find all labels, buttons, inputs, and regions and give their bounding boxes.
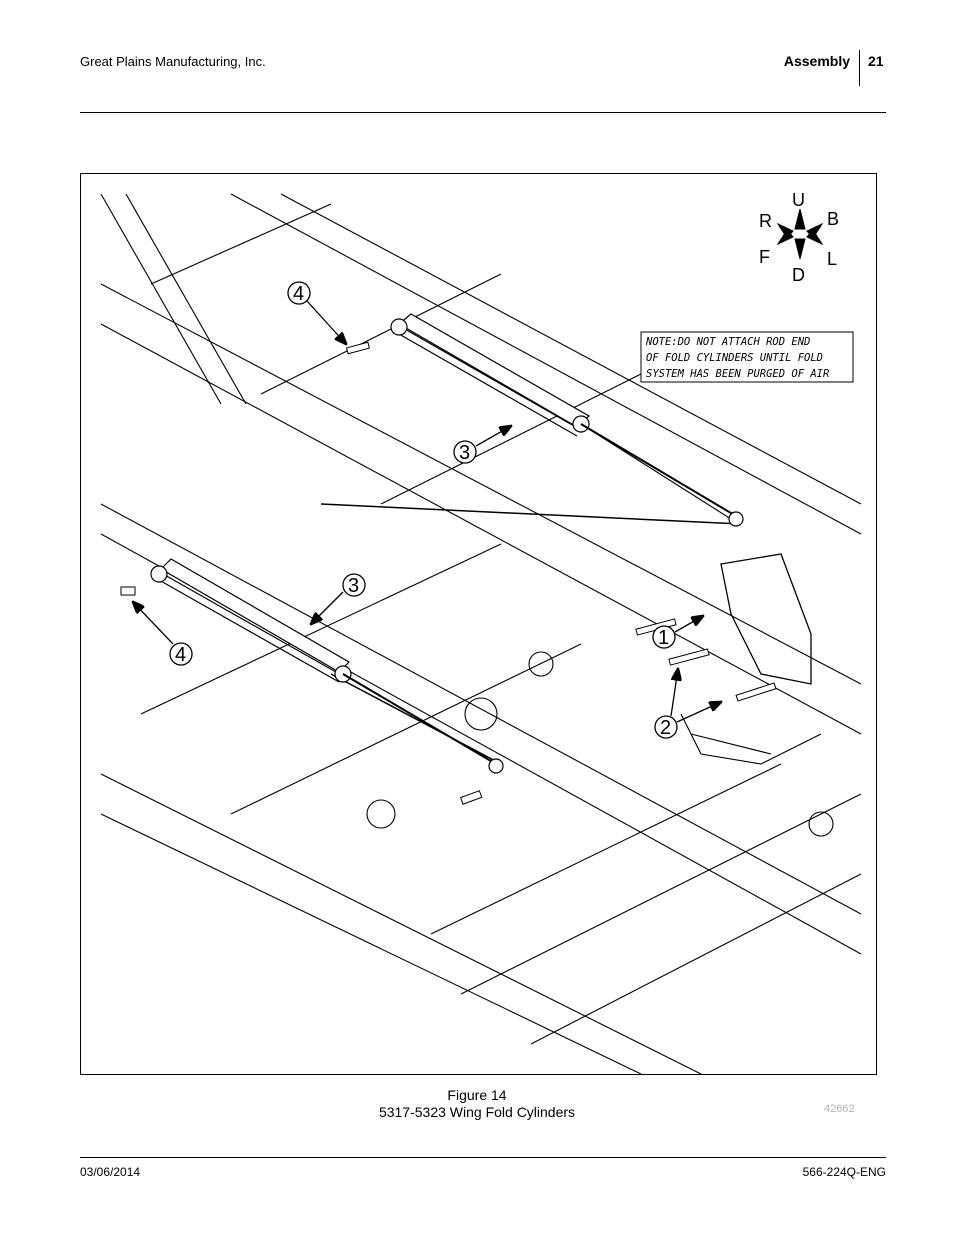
pivot	[464, 697, 498, 731]
fold-arm	[100, 193, 247, 405]
compass-back: B	[827, 209, 839, 229]
purge-note: NOTE:DO NOT ATTACH ROD END OF FOLD CYLIN…	[640, 331, 854, 383]
callout-2: 2	[660, 717, 671, 739]
note-line-2: OF FOLD CYLINDERS UNTIL FOLD	[646, 352, 823, 364]
rock-shaft	[330, 673, 502, 765]
figure-title: 5317-5323 Wing Fold Cylinders	[378, 1104, 576, 1120]
frame-member	[150, 203, 642, 505]
frame-member	[460, 793, 862, 1045]
header-divider	[859, 50, 860, 86]
mount-bracket	[720, 553, 812, 685]
callout-1: 1	[658, 627, 669, 649]
frame-beam	[100, 503, 862, 955]
note-line-1: NOTE:DO NOT ATTACH ROD END	[645, 336, 810, 348]
callout-3-lower: 3	[348, 575, 359, 597]
compass-left: L	[827, 249, 837, 269]
wing-fold-drawing: NOTE:DO NOT ATTACH ROD END OF FOLD CYLIN…	[100, 190, 862, 1074]
footer-rule	[80, 1157, 886, 1158]
footer-date: 03/06/2014	[80, 1165, 141, 1179]
rock-shaft	[320, 503, 742, 525]
frame-beam	[230, 193, 862, 535]
header-rule	[80, 112, 886, 113]
callout-4-upper: 4	[293, 283, 304, 305]
section-title: Assembly	[783, 53, 850, 69]
page-number: 21	[868, 53, 884, 69]
direction-compass: U D R B F L	[759, 190, 839, 285]
callout-4-lower: 4	[175, 644, 186, 666]
pivot	[528, 651, 554, 677]
callout-labels: 1 2 3 3 4 4	[175, 283, 671, 739]
note-line-3: SYSTEM HAS BEEN PURGED OF AIR	[646, 368, 829, 380]
lower-fold-cylinder	[150, 558, 504, 774]
pivot	[366, 799, 396, 829]
frame-beam	[100, 773, 702, 1074]
frame-beam	[100, 283, 862, 735]
company-name: Great Plains Manufacturing, Inc.	[80, 54, 266, 69]
callouts	[133, 281, 721, 739]
compass-rear: R	[759, 211, 772, 231]
figure-number: Figure 14	[447, 1087, 507, 1103]
compass-down: D	[792, 265, 805, 285]
drawing-number: 42662	[824, 1103, 855, 1115]
footer-doc-id: 566-224Q-ENG	[802, 1165, 886, 1179]
compass-front: F	[759, 247, 770, 267]
compass-up: U	[792, 190, 805, 210]
figure-frame: NOTE:DO NOT ATTACH ROD END OF FOLD CYLIN…	[80, 173, 877, 1075]
pivot	[808, 811, 834, 837]
mount-bracket	[680, 713, 822, 765]
callout-3-upper: 3	[459, 442, 470, 464]
upper-fold-cylinder	[390, 313, 744, 527]
frame-member	[140, 543, 782, 935]
